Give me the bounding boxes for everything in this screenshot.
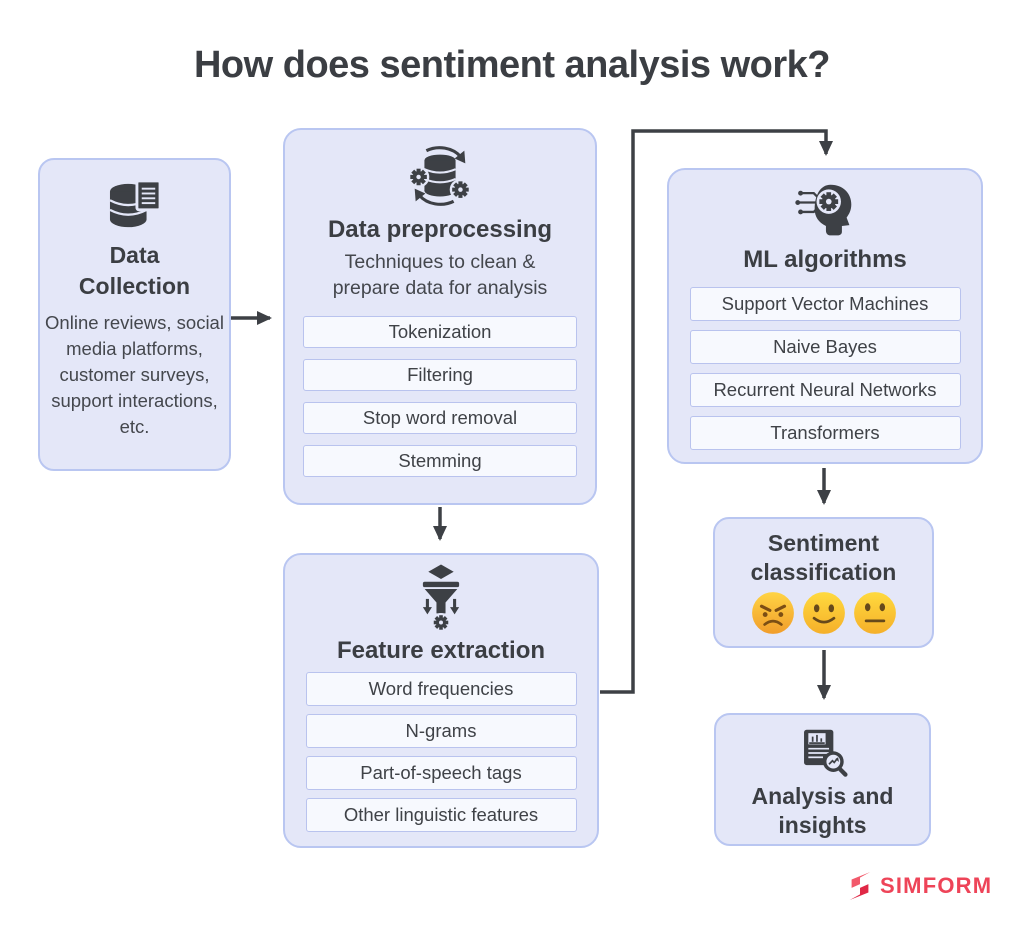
page-title: How does sentiment analysis work? (193, 44, 831, 86)
ml-algorithm-item: Support Vector Machines (689, 287, 961, 321)
ml-algorithms-title: ML algorithms (743, 246, 907, 273)
sentiment-classification-title: Sentiment classification (750, 530, 897, 585)
feature-item: Other linguistic features (305, 798, 577, 832)
database-document-icon (108, 180, 161, 228)
analysis-insights-title: Analysis and insights (751, 783, 894, 838)
ml-algorithm-item: Transformers (689, 416, 961, 450)
preprocessing-step: Tokenization (303, 316, 577, 348)
slightly-smiling-face-emoji (802, 592, 845, 634)
node-feature-extraction: Feature extraction Word frequencies N-gr… (283, 553, 599, 848)
node-analysis-insights: Analysis and insights (714, 713, 931, 846)
preprocessing-step: Stop word removal (303, 402, 577, 434)
preprocessing-step: Filtering (303, 359, 577, 391)
preprocessing-step: Stemming (303, 445, 577, 477)
feature-item: Part-of-speech tags (305, 756, 577, 790)
ml-algorithm-item: Recurrent Neural Networks (689, 373, 961, 407)
data-collection-title: Data Collection (78, 242, 191, 299)
feature-item: N-grams (305, 714, 577, 748)
simform-logo-icon (849, 872, 871, 900)
data-preprocessing-subtitle: Techniques to clean & prepare data for a… (332, 251, 548, 299)
brand-name: SIMFORM (880, 873, 993, 898)
node-sentiment-classification: Sentiment classification (713, 517, 934, 648)
ai-head-gear-icon (795, 184, 852, 236)
node-data-collection: Data Collection Online reviews, social m… (38, 158, 231, 471)
feature-extraction-title: Feature extraction (336, 637, 546, 664)
brand-logo: SIMFORM (846, 869, 992, 903)
report-magnifier-icon (803, 729, 848, 777)
neutral-face-emoji (853, 592, 896, 634)
database-process-icon (407, 146, 472, 206)
data-preprocessing-title: Data preprocessing (327, 216, 553, 243)
node-ml-algorithms: ML algorithms Support Vector Machines Na… (667, 168, 983, 464)
sentiment-emojis (715, 590, 932, 636)
ml-algorithm-item: Naive Bayes (689, 330, 961, 364)
feature-item: Word frequencies (305, 672, 577, 706)
data-collection-description: Online reviews, social media platforms, … (45, 312, 224, 437)
angry-face-emoji (751, 592, 794, 634)
node-data-preprocessing: Data preprocessing Techniques to clean &… (283, 128, 597, 505)
funnel-gear-icon (422, 564, 460, 632)
